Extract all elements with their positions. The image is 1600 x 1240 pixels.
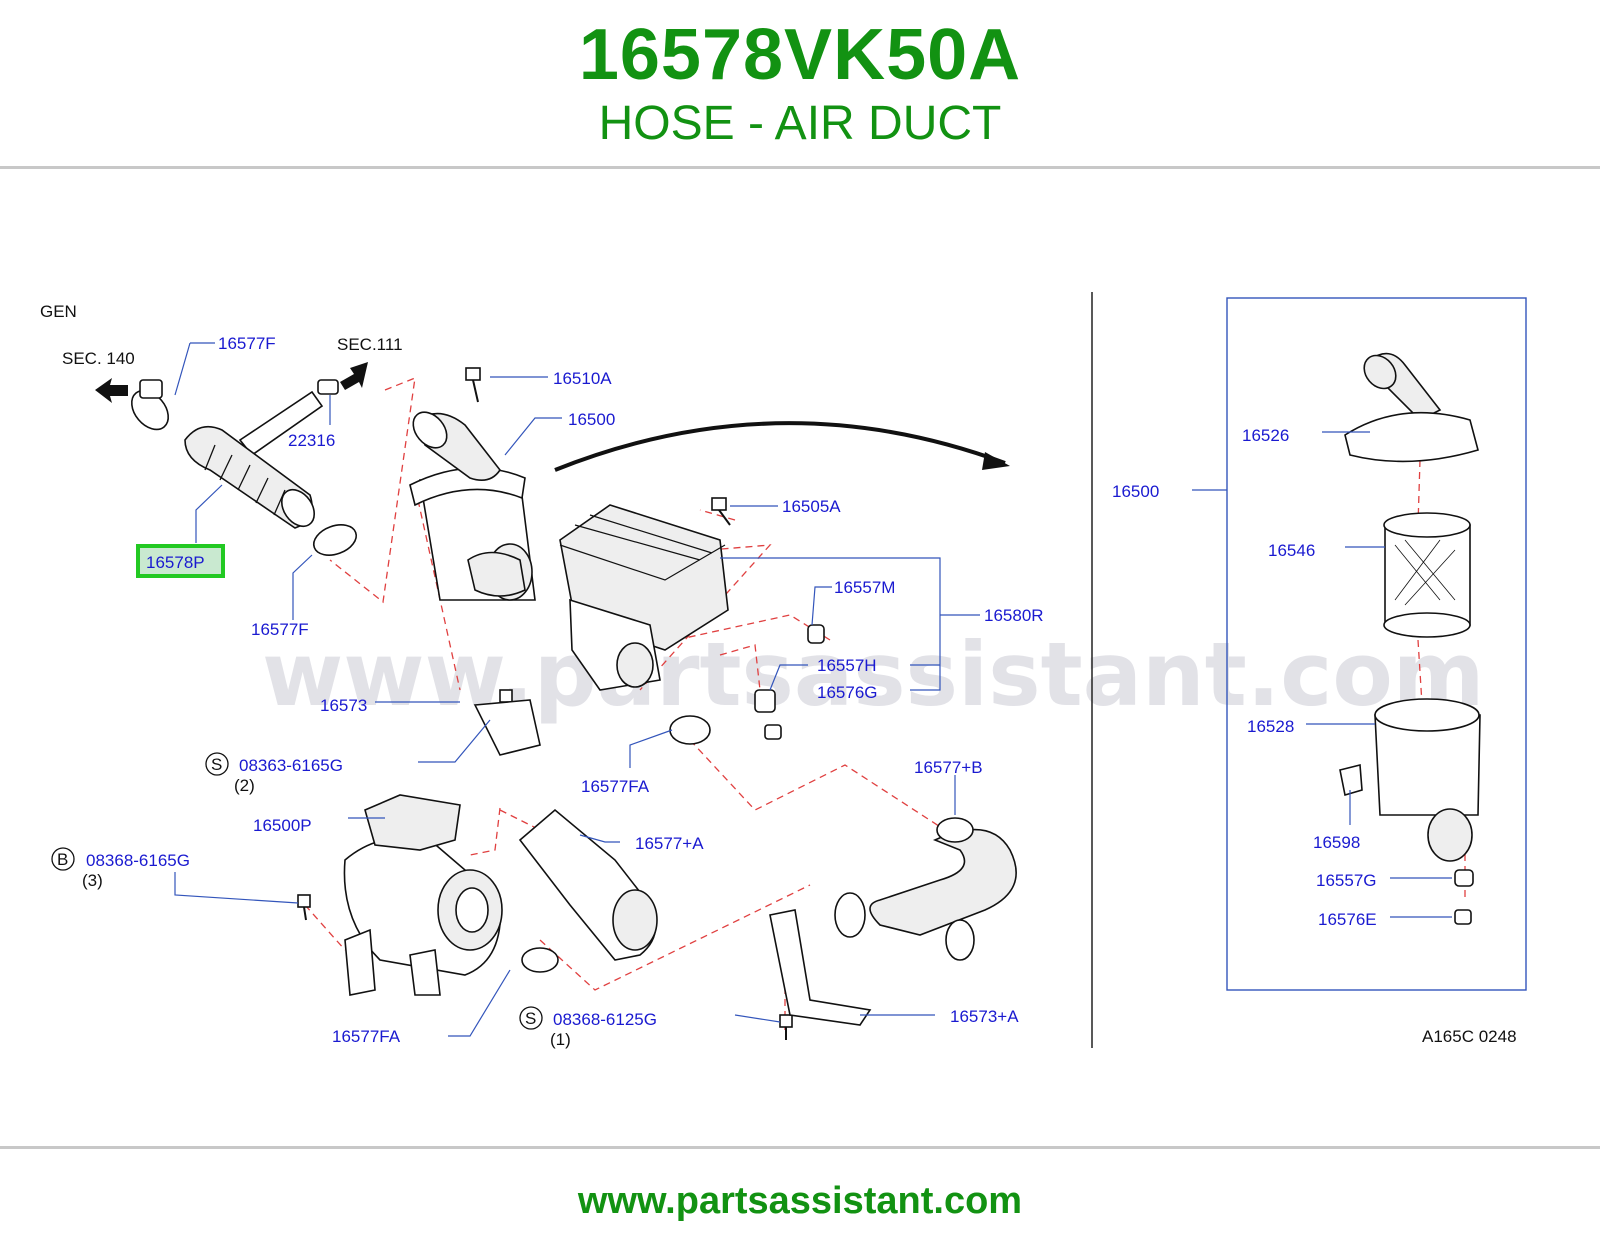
- label-16576G[interactable]: 16576G: [817, 683, 878, 702]
- part-number-title: 16578VK50A: [578, 15, 1022, 95]
- fastener-s2-code: S: [525, 1009, 536, 1028]
- flow-arrow-head: [982, 452, 1010, 470]
- label-16546[interactable]: 16546: [1268, 541, 1315, 560]
- label-16577F-bottom[interactable]: 16577F: [251, 620, 309, 639]
- label-16505A[interactable]: 16505A: [782, 497, 841, 516]
- fastener-s-icon: [205, 752, 229, 776]
- footer-url-link[interactable]: www.partsassistant.com: [577, 1180, 1023, 1222]
- hose-assembly-drawing: [130, 379, 358, 556]
- qty-08368-6165: (3): [82, 871, 103, 890]
- drawing-code: A165C 0248: [1422, 1027, 1517, 1046]
- label-16500-inset[interactable]: 16500: [1112, 482, 1159, 501]
- watermark: www.partsassistant.com: [262, 623, 1485, 726]
- qty-08363: (2): [234, 776, 255, 795]
- label-08368-6125G[interactable]: 08368-6125G: [553, 1010, 657, 1029]
- inset-parts-drawing: [1339, 352, 1481, 925]
- duct-16577B-drawing: [834, 817, 1017, 961]
- label-16526[interactable]: 16526: [1242, 426, 1289, 445]
- label-16500P[interactable]: 16500P: [253, 816, 312, 835]
- air-cleaner-body-drawing: [409, 411, 536, 601]
- label-08363-6165G[interactable]: 08363-6165G: [239, 756, 343, 775]
- label-16580R[interactable]: 16580R: [984, 606, 1044, 625]
- label-16577FA-mid[interactable]: 16577FA: [581, 777, 650, 796]
- air-cleaner-inset-box: [1226, 297, 1527, 991]
- label-16557G[interactable]: 16557G: [1316, 871, 1377, 890]
- lower-air-cleaner-drawing: [343, 794, 559, 996]
- label-16557H[interactable]: 16557H: [817, 656, 877, 675]
- resonator-box-drawing: [559, 504, 729, 691]
- label-16598[interactable]: 16598: [1313, 833, 1360, 852]
- leader-lines: [174, 342, 1452, 1037]
- label-16577F-top[interactable]: 16577F: [218, 334, 276, 353]
- section-ref-140: SEC. 140: [62, 349, 135, 368]
- header-divider: [0, 166, 1600, 169]
- fasteners-drawing: [297, 367, 825, 1040]
- fastener-s2-icon: [519, 1006, 543, 1030]
- highlighted-part-box[interactable]: [136, 544, 225, 578]
- label-22316[interactable]: 22316: [288, 431, 335, 450]
- variant-label: GEN: [40, 302, 77, 321]
- label-16510A[interactable]: 16510A: [553, 369, 612, 388]
- part-name-subtitle: HOSE - AIR DUCT: [598, 97, 1002, 150]
- duct-16577A-drawing: [518, 808, 658, 961]
- label-16557M[interactable]: 16557M: [834, 578, 895, 597]
- label-16500-main[interactable]: 16500: [568, 410, 615, 429]
- section-ref-111: SEC.111: [337, 335, 403, 354]
- label-16577FA-bottom[interactable]: 16577FA: [332, 1027, 401, 1046]
- footer-divider: [0, 1146, 1600, 1149]
- label-16573A[interactable]: 16573+A: [950, 1007, 1019, 1026]
- label-16578P[interactable]: 16578P: [146, 553, 205, 572]
- fastener-b-code: B: [57, 850, 68, 869]
- label-16528[interactable]: 16528: [1247, 717, 1294, 736]
- bracket-16573A-drawing: [769, 909, 872, 1026]
- fastener-s-code: S: [211, 755, 222, 774]
- flow-arrow-curve: [554, 421, 1006, 472]
- sec140-arrow-icon: [95, 378, 128, 403]
- label-16577A[interactable]: 16577+A: [635, 834, 704, 853]
- qty-08368-6125: (1): [550, 1030, 571, 1049]
- label-16577B[interactable]: 16577+B: [914, 758, 983, 777]
- sec111-arrow-icon: [340, 362, 368, 390]
- fastener-b-icon: [51, 847, 75, 871]
- label-16573[interactable]: 16573: [320, 696, 367, 715]
- label-08368-6165G[interactable]: 08368-6165G: [86, 851, 190, 870]
- label-16576E[interactable]: 16576E: [1318, 910, 1377, 929]
